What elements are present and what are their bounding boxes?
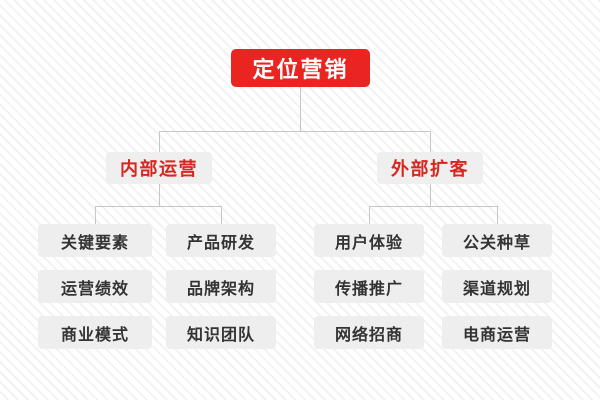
connector-root-stem xyxy=(300,87,301,131)
leaf-node[interactable]: 渠道规划 xyxy=(442,270,552,303)
connector-right-col2-drop xyxy=(497,206,498,224)
root-node[interactable]: 定位营销 xyxy=(231,49,370,87)
connector-left-col2-drop xyxy=(221,206,222,224)
connector-branch-right-drop xyxy=(430,131,431,152)
leaf-node[interactable]: 传播推广 xyxy=(314,270,424,303)
connector-branch-left-drop xyxy=(159,131,160,152)
connector-left-col1-drop xyxy=(95,206,96,224)
branch-node-internal-operations[interactable]: 内部运营 xyxy=(106,152,212,184)
branch-node-external-expansion[interactable]: 外部扩客 xyxy=(377,152,483,184)
leaf-node[interactable]: 公关种草 xyxy=(442,224,552,257)
leaf-node[interactable]: 电商运营 xyxy=(442,316,552,349)
leaf-node[interactable]: 运营绩效 xyxy=(38,270,152,303)
connector-right-spine xyxy=(369,206,498,207)
leaf-node[interactable]: 品牌架构 xyxy=(166,270,276,303)
leaf-node[interactable]: 知识团队 xyxy=(166,316,276,349)
connector-right-col1-drop xyxy=(369,206,370,224)
connector-left-spine xyxy=(95,206,222,207)
connector-left-stem xyxy=(159,184,160,206)
leaf-node[interactable]: 产品研发 xyxy=(166,224,276,257)
leaf-node[interactable]: 商业模式 xyxy=(38,316,152,349)
leaf-node[interactable]: 关键要素 xyxy=(38,224,152,257)
connector-level1-spine xyxy=(159,131,431,132)
leaf-node[interactable]: 用户体验 xyxy=(314,224,424,257)
connector-right-stem xyxy=(430,184,431,206)
leaf-node[interactable]: 网络招商 xyxy=(314,316,424,349)
